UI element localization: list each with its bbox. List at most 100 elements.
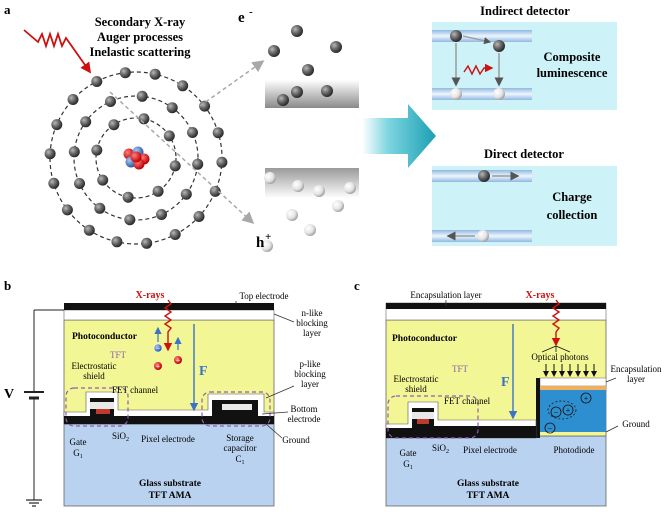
b-nlike-leader: [273, 313, 295, 323]
c-pd-electron-sign: −: [554, 408, 559, 417]
direct-electron: [478, 170, 490, 182]
c-gate-label: Gate: [400, 448, 417, 458]
c-encap-right-1: Encapsulation: [611, 364, 662, 374]
orbit-electron: [199, 100, 211, 112]
b-gate-sym: G1: [73, 448, 83, 460]
orbit-electron: [169, 229, 181, 240]
c-xrays-label: X-rays: [526, 290, 555, 301]
orbit-electron: [74, 178, 85, 189]
c-tft-sio2: [412, 412, 434, 419]
c-encap-right-leader: [605, 377, 617, 383]
panel-c: c − + + − X-rays Optical photons F En: [354, 278, 662, 507]
b-plike-leader: [265, 385, 295, 399]
optical-photon-spread: [541, 345, 557, 353]
hole-balls: [261, 172, 356, 252]
tft-sio2: [90, 402, 114, 409]
b-pixel-electrode-label: Pixel electrode: [141, 434, 195, 444]
valence-band: [265, 168, 359, 198]
orbit-electron: [44, 148, 56, 160]
orbit-electron: [193, 211, 205, 222]
c-pd-hole-2: [580, 392, 592, 404]
b-plike-2: blocking: [294, 369, 326, 379]
indirect-hole: [450, 88, 462, 100]
orbit-electron: [152, 185, 164, 197]
indirect-trap-arrow: [462, 35, 492, 45]
b-bottom-electrode-1: Bottom: [290, 404, 317, 414]
panel-b-letter: b: [4, 278, 11, 293]
orbit-electron: [67, 94, 79, 105]
c-ground-label: Ground: [622, 419, 650, 429]
c-glass-substrate: [385, 435, 607, 507]
direct-desc-2: collection: [547, 208, 598, 222]
electron-balls: [268, 25, 342, 106]
b-fet-label: FET channel: [112, 385, 159, 395]
process-line-1: Secondary X-ray: [95, 15, 186, 29]
b-field-label: F: [199, 364, 208, 379]
b-electron-sign: −: [156, 344, 161, 353]
indirect-electron: [450, 30, 462, 42]
orbit-electron: [209, 185, 221, 197]
c-tft-label: TFT: [452, 364, 469, 374]
b-hole-2: [174, 356, 182, 364]
orbit-middle: [73, 95, 199, 221]
orbit-electron: [156, 209, 167, 220]
c-shield-1: Electrostatic: [394, 374, 439, 384]
orbit-electron: [138, 113, 150, 125]
b-plike-1: p-like: [300, 359, 321, 369]
orbit-electron: [91, 76, 103, 87]
c-sio2-label: SiO2: [432, 443, 449, 455]
b-nlike-3: layer: [303, 328, 321, 338]
orbit-electron: [124, 214, 136, 226]
b-storage-2: capacitor: [224, 443, 257, 453]
direct-hole: [477, 230, 489, 242]
v-label: V: [4, 387, 14, 402]
c-substrate-2: TFT AMA: [467, 491, 510, 501]
orbit-electron: [80, 116, 92, 128]
orbit-electron: [187, 127, 198, 138]
direct-desc-1: Charge: [552, 190, 592, 204]
b-shield-1: Electrostatic: [72, 361, 117, 371]
orbit-inner: [95, 117, 177, 199]
indirect-trapped-electron: [493, 40, 505, 52]
c-encap-right-2: layer: [627, 374, 645, 384]
orbit-electron: [119, 67, 131, 79]
b-shield-2: shield: [83, 371, 105, 381]
c-photodiode-label: Photodiode: [553, 445, 594, 455]
b-ground-leader: [265, 423, 283, 439]
orbit-electron: [91, 144, 103, 156]
b-nlike-2: blocking: [296, 318, 328, 328]
b-substrate-2: TFT AMA: [149, 491, 192, 501]
electron-path-arrow: [199, 60, 265, 107]
panel-a: a Secondary X-ray Auger processes Inelas…: [4, 2, 617, 252]
tft-region-box: [65, 387, 129, 427]
orbit-electron: [216, 156, 228, 168]
panel-b: b X-rays − + + F: [4, 278, 328, 507]
c-pd-electron-2-sign: −: [548, 424, 553, 433]
orbit-electron: [83, 224, 95, 236]
orbit-electron: [169, 160, 181, 172]
c-photodiode-top: [540, 386, 606, 390]
xray-squiggle: [23, 29, 92, 74]
orbit-electron: [212, 127, 224, 139]
luminescence-photon: [463, 63, 494, 76]
panel-c-letter: c: [354, 278, 360, 293]
c-pixel-electrode-label: Pixel electrode: [463, 445, 517, 455]
capacitor-dielectric: [222, 404, 252, 410]
orbit-electrons: [44, 67, 228, 249]
b-bottom-electrode-leader: [261, 411, 289, 415]
c-xray-squiggle: [551, 299, 561, 347]
b-substrate-1: Glass substrate: [139, 479, 201, 489]
glass-substrate: [63, 423, 275, 507]
tft-gate: [96, 409, 110, 414]
c-photodiode-encap: [539, 377, 607, 387]
b-photoconductor-label: Photoconductor: [72, 332, 138, 342]
electron-label: e: [238, 10, 245, 26]
b-ground-label: Ground: [282, 435, 310, 445]
panel-a-letter: a: [4, 2, 11, 17]
indirect-desc-2: luminescence: [537, 66, 608, 80]
c-fet-label: FET channel: [444, 396, 491, 406]
b-storage-1: Storage: [226, 433, 254, 443]
c-pd-hole-sign: +: [566, 406, 571, 415]
c-gate-sym: G1: [403, 459, 413, 471]
